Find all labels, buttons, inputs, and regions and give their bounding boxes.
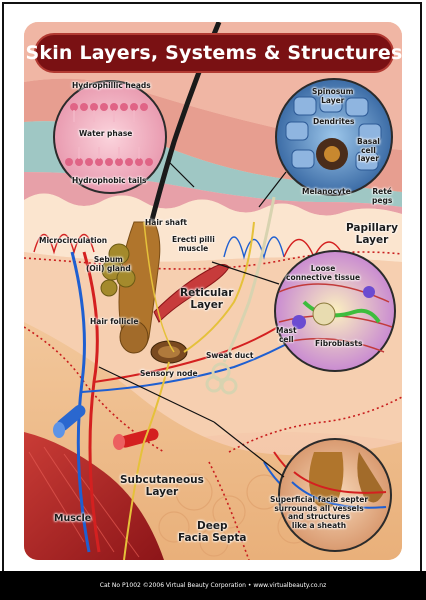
label-erecti-pilli-muscle: Erecti pilli muscle <box>172 235 215 253</box>
label-superficial-line2: surrounds all vessels <box>274 503 364 513</box>
label-rete-line1: Reté <box>372 187 392 196</box>
inset-connective-tissue <box>274 250 396 372</box>
label-muscle: Muscle <box>54 513 92 524</box>
footer-copyright: Cat No P1002 ©2006 Virtual Beauty Corpor… <box>99 582 327 589</box>
label-hair-shaft: Hair shaft <box>145 218 187 227</box>
label-basal-line1: Basal <box>357 137 380 146</box>
inset-epidermis-cells <box>275 78 393 196</box>
label-basal-cell-layer: Basal cell layer <box>357 137 380 164</box>
label-microcirculation: Microcirculation <box>39 236 108 245</box>
skin-cross-section-art <box>24 22 402 560</box>
label-loose-line1: Loose <box>310 264 336 273</box>
label-hydrophilic-heads: Hydrophillic heads <box>72 81 151 90</box>
label-subcutaneous-layer: Subcutaneous Layer <box>120 474 204 498</box>
label-basal-line2: cell <box>361 145 376 155</box>
label-melanocyte: Melanocyte <box>302 187 351 196</box>
label-water-phase: Water phase <box>79 129 133 138</box>
label-basal-line3: layer <box>357 154 379 164</box>
label-loose-connective-tissue: Loose connective tissue <box>286 264 361 282</box>
inset-lipid-bilayer <box>53 80 167 194</box>
label-hair-follicle: Hair follicle <box>90 317 139 326</box>
label-reticular-line1: Reticular <box>180 287 234 299</box>
label-sebum-line2: (Oil) gland <box>86 263 131 273</box>
label-hydrophobic-tails: Hydrophobic tails <box>72 176 147 185</box>
skin-illustration <box>24 22 402 560</box>
label-sebum-line1: Sebum <box>93 255 123 264</box>
label-reticular-line2: Layer <box>190 299 223 312</box>
label-erecti-line1: Erecti pilli <box>172 235 215 244</box>
label-sebum-gland: Sebum (Oil) gland <box>86 255 131 273</box>
label-sweat-duct: Sweat duct <box>206 351 254 360</box>
title-banner: Skin Layers, Systems & Structures <box>25 33 402 73</box>
label-sensory-node: Sensory node <box>140 369 198 378</box>
label-deep-line2: Facia Septa <box>178 532 247 545</box>
label-loose-line2: connective tissue <box>286 272 361 282</box>
label-fibroblasts: Fibroblasts <box>315 339 363 348</box>
label-subcutaneous-line1: Subcutaneous <box>120 474 204 486</box>
label-papillary-layer: Papillary Layer <box>346 222 398 246</box>
label-deep-facia-septa: Deep Facia Septa <box>178 520 247 544</box>
label-superficial-facia: Superficial facia septer surrounds all v… <box>270 495 369 531</box>
label-deep-line1: Deep <box>197 520 228 532</box>
label-spinosum-line1: Spinosum <box>312 87 354 96</box>
label-mast-cell: Mast cell <box>276 326 297 344</box>
label-spinosum-layer: Spinosum Layer <box>312 87 354 105</box>
label-erecti-line2: muscle <box>178 243 209 253</box>
label-papillary-line2: Layer <box>355 234 389 247</box>
label-spinosum-line2: Layer <box>321 95 345 105</box>
label-subcutaneous-line2: Layer <box>145 486 179 499</box>
label-rete-pegs: Reté pegs <box>372 187 393 205</box>
label-superficial-line3: and structures <box>287 512 351 522</box>
label-dendrites: Dendrites <box>313 117 355 126</box>
label-superficial-line1: Superficial facia septer <box>270 495 369 504</box>
label-rete-line2: pegs <box>372 195 393 205</box>
label-superficial-line4: like a sheath <box>291 520 347 530</box>
page-title: Skin Layers, Systems & Structures <box>25 42 403 64</box>
label-papillary-line1: Papillary <box>346 222 398 234</box>
label-mast-line1: Mast <box>276 326 297 335</box>
label-reticular-layer: Reticular Layer <box>180 287 233 311</box>
footer-bar: Cat No P1002 ©2006 Virtual Beauty Corpor… <box>0 571 426 600</box>
inset-facia <box>278 438 392 552</box>
label-mast-line2: cell <box>278 334 294 344</box>
